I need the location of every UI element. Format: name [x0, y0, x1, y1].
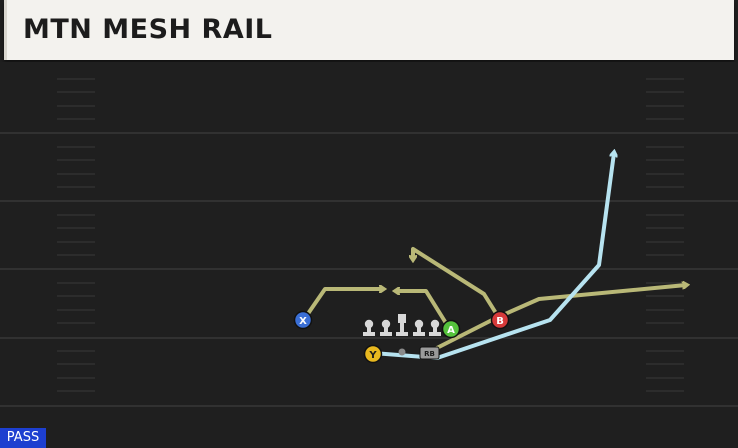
route-x [303, 289, 383, 320]
route-a [396, 291, 451, 330]
player-rb: RB [419, 346, 440, 360]
lineman-icon [429, 319, 441, 336]
player-rb-icon [419, 346, 440, 360]
route-b [413, 247, 501, 320]
field-background [0, 62, 738, 428]
player-y: Y [363, 344, 383, 364]
player-a: A [441, 319, 461, 339]
play-title: MTN MESH RAIL [23, 14, 273, 45]
player-y-label: Y [368, 350, 377, 361]
hash-marks-left [57, 78, 95, 392]
center-icon [396, 314, 408, 336]
lineman-icon [363, 319, 375, 336]
player-a-label: A [447, 325, 455, 336]
quarterback-icon [398, 348, 406, 356]
route-rb [371, 153, 614, 360]
player-a-icon [441, 319, 461, 339]
routes [303, 153, 686, 360]
lineman-icon [380, 319, 392, 336]
player-y-icon [363, 344, 383, 364]
lineman-icon [413, 319, 425, 336]
offensive-line [363, 314, 441, 356]
hash-marks-right [646, 78, 684, 392]
player-x-icon [293, 310, 313, 330]
yard-lines [0, 132, 738, 407]
player-b-icon [490, 310, 510, 330]
play-title-bar: MTN MESH RAIL [4, 0, 734, 60]
play-field: X A B Y RB [0, 62, 738, 428]
play-type-badge: PASS [0, 428, 46, 448]
route-y [425, 285, 686, 355]
player-x-label: X [299, 316, 307, 327]
player-b-label: B [496, 316, 504, 327]
player-b: B [490, 310, 510, 330]
player-rb-label: RB [424, 350, 435, 358]
player-x: X [293, 310, 313, 330]
